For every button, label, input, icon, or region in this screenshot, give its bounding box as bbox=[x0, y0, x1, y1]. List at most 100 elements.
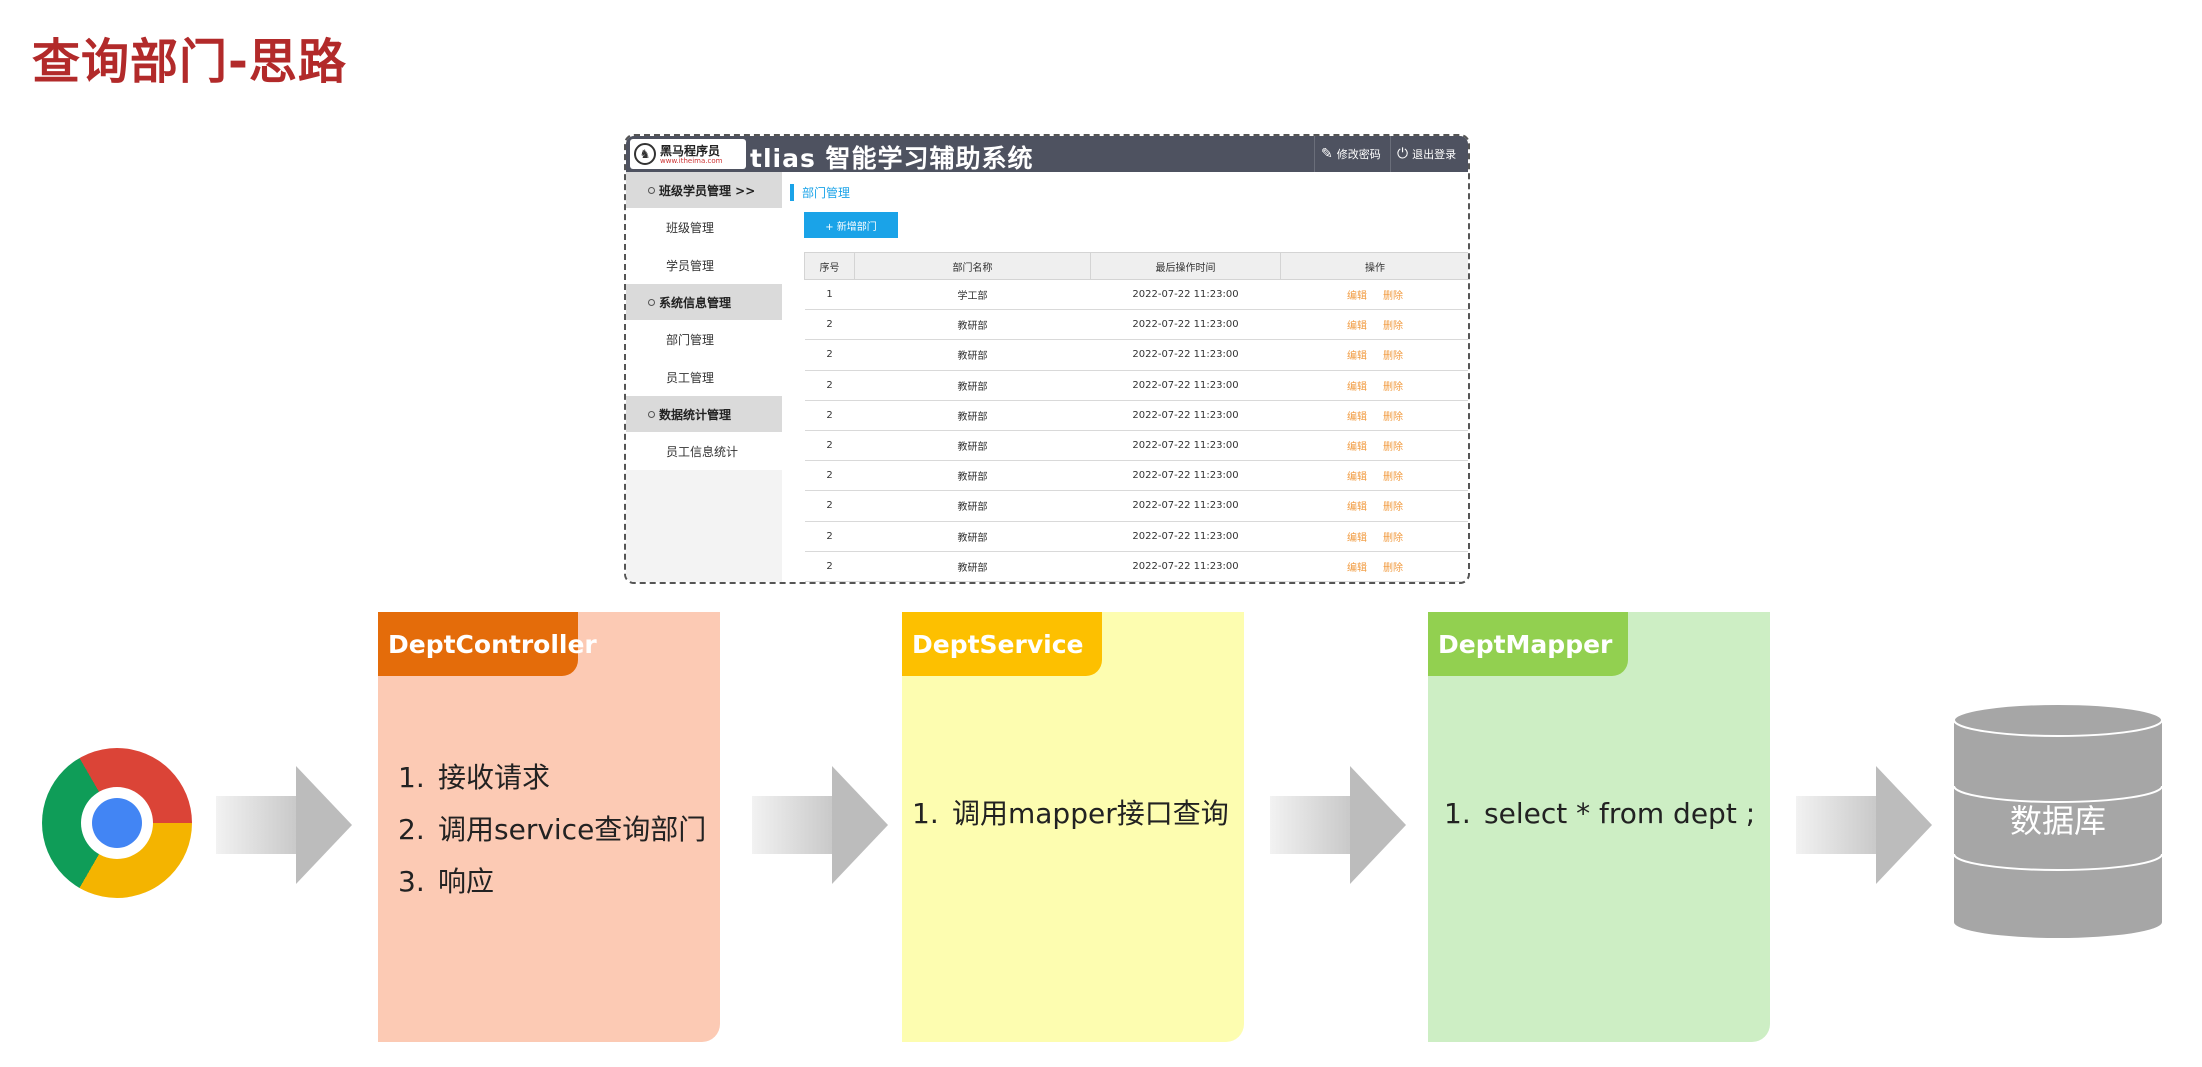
delete-link[interactable]: 删除 bbox=[1383, 472, 1403, 484]
pencil-icon: ✎ bbox=[1321, 146, 1333, 162]
sidebar-item-emp-stats[interactable]: 员工信息统计 bbox=[626, 432, 782, 470]
app-title: tlias 智能学习辅助系统 bbox=[750, 144, 1034, 173]
cell-update-time: 2022-07-22 11:23:00 bbox=[1090, 279, 1281, 311]
breadcrumb: 部门管理 bbox=[790, 184, 850, 201]
delete-link[interactable]: 删除 bbox=[1383, 532, 1403, 544]
change-password-label: 修改密码 bbox=[1336, 148, 1381, 161]
cell-index: 1 bbox=[804, 279, 855, 311]
sidebar-group-class[interactable]: 班级学员管理 >> bbox=[626, 172, 782, 208]
cell-actions: 编辑 删除 bbox=[1280, 490, 1468, 522]
flow-arrow-3 bbox=[1270, 766, 1406, 884]
cell-update-time: 2022-07-22 11:23:00 bbox=[1090, 521, 1281, 552]
delete-link[interactable]: 删除 bbox=[1383, 562, 1403, 574]
sidebar-group-system[interactable]: 系统信息管理 bbox=[626, 284, 782, 320]
database-cylinder: 数据库 bbox=[1952, 703, 2164, 940]
cell-index: 2 bbox=[804, 460, 855, 492]
cell-actions: 编辑 删除 bbox=[1280, 521, 1468, 552]
circle-icon bbox=[648, 410, 655, 418]
cell-dept-name: 教研部 bbox=[854, 370, 1091, 401]
cell-update-time: 2022-07-22 11:23:00 bbox=[1090, 309, 1281, 341]
sidebar-group-label: 数据统计管理 bbox=[659, 407, 732, 422]
cell-dept-name: 教研部 bbox=[854, 490, 1091, 522]
cell-dept-name: 教研部 bbox=[854, 430, 1091, 462]
list-item: 3.响应 bbox=[398, 865, 495, 898]
cell-index: 2 bbox=[804, 309, 855, 341]
cell-actions: 编辑 删除 bbox=[1280, 430, 1468, 462]
edit-link[interactable]: 编辑 bbox=[1347, 562, 1367, 574]
delete-link[interactable]: 删除 bbox=[1383, 502, 1403, 514]
edit-link[interactable]: 编辑 bbox=[1347, 532, 1367, 544]
edit-link[interactable]: 编辑 bbox=[1347, 381, 1367, 393]
horse-logo-icon: ♞ bbox=[634, 143, 656, 165]
edit-link[interactable]: 编辑 bbox=[1347, 472, 1367, 484]
logout-button[interactable]: ⏻ 退出登录 bbox=[1390, 136, 1462, 172]
flow-arrow-1 bbox=[216, 766, 352, 884]
sidebar-item-dept-manage[interactable]: 部门管理 bbox=[626, 320, 782, 358]
dept-controller-title: DeptController bbox=[378, 612, 597, 676]
sidebar-group-label: 系统信息管理 bbox=[659, 295, 732, 310]
edit-link[interactable]: 编辑 bbox=[1347, 351, 1367, 363]
edit-link[interactable]: 编辑 bbox=[1347, 291, 1367, 303]
delete-link[interactable]: 删除 bbox=[1383, 381, 1403, 393]
sidebar-item-emp-manage[interactable]: 员工管理 bbox=[626, 358, 782, 396]
dept-mapper-title: DeptMapper bbox=[1428, 612, 1628, 676]
cell-index: 2 bbox=[804, 490, 855, 522]
cell-update-time: 2022-07-22 11:23:00 bbox=[1090, 460, 1281, 492]
edit-link[interactable]: 编辑 bbox=[1347, 442, 1367, 454]
edit-link[interactable]: 编辑 bbox=[1347, 321, 1367, 333]
cell-actions: 编辑 删除 bbox=[1280, 279, 1468, 311]
col-header-time: 最后操作时间 bbox=[1090, 252, 1281, 280]
delete-link[interactable]: 删除 bbox=[1383, 321, 1403, 333]
delete-link[interactable]: 删除 bbox=[1383, 442, 1403, 454]
brand-logo: ♞ 黑马程序员 www.itheima.com bbox=[630, 139, 746, 169]
col-header-index: 序号 bbox=[804, 252, 855, 280]
dept-mapper-card: DeptMapper 1.select * from dept ; bbox=[1428, 612, 1770, 1042]
sidebar-item-student-manage[interactable]: 学员管理 bbox=[626, 246, 782, 284]
cell-update-time: 2022-07-22 11:23:00 bbox=[1090, 400, 1281, 431]
flow-arrow-2 bbox=[752, 766, 888, 884]
circle-icon bbox=[648, 186, 655, 194]
edit-link[interactable]: 编辑 bbox=[1347, 411, 1367, 423]
cell-dept-name: 教研部 bbox=[854, 551, 1091, 582]
sidebar-item-class-manage[interactable]: 班级管理 bbox=[626, 208, 782, 246]
add-dept-button[interactable]: + 新增部门 bbox=[804, 212, 898, 238]
flow-arrow-4 bbox=[1796, 766, 1932, 884]
sidebar-group-label: 班级学员管理 >> bbox=[659, 183, 756, 198]
cell-update-time: 2022-07-22 11:23:00 bbox=[1090, 370, 1281, 401]
change-password-button[interactable]: ✎ 修改密码 bbox=[1314, 136, 1387, 172]
delete-link[interactable]: 删除 bbox=[1383, 351, 1403, 363]
dept-service-title: DeptService bbox=[902, 612, 1102, 676]
cell-dept-name: 教研部 bbox=[854, 339, 1091, 371]
cell-actions: 编辑 删除 bbox=[1280, 339, 1468, 371]
slide-title: 查询部门-思路 bbox=[32, 34, 347, 90]
dept-service-card: DeptService 1.调用mapper接口查询 bbox=[902, 612, 1244, 1042]
col-header-name: 部门名称 bbox=[854, 252, 1091, 280]
cell-index: 2 bbox=[804, 400, 855, 431]
chrome-browser-icon bbox=[42, 748, 192, 898]
edit-link[interactable]: 编辑 bbox=[1347, 502, 1367, 514]
delete-link[interactable]: 删除 bbox=[1383, 411, 1403, 423]
app-screenshot: ♞ 黑马程序员 www.itheima.com tlias 智能学习辅助系统 ✎… bbox=[624, 134, 1470, 584]
database-icon bbox=[1953, 703, 2163, 938]
controller-steps: 1.接收请求 2.调用service查询部门 3.响应 bbox=[398, 752, 706, 908]
cell-index: 2 bbox=[804, 551, 855, 582]
cell-index: 2 bbox=[804, 521, 855, 552]
brand-name: 黑马程序员 bbox=[660, 144, 721, 158]
cell-index: 2 bbox=[804, 430, 855, 462]
brand-url: www.itheima.com bbox=[660, 157, 723, 165]
delete-link[interactable]: 删除 bbox=[1383, 291, 1403, 303]
sidebar-group-stats[interactable]: 数据统计管理 bbox=[626, 396, 782, 432]
list-item: 1.select * from dept ; bbox=[1444, 797, 1756, 830]
list-item: 1.接收请求 bbox=[398, 761, 551, 794]
list-item: 1.调用mapper接口查询 bbox=[912, 797, 1229, 830]
cell-update-time: 2022-07-22 11:23:00 bbox=[1090, 339, 1281, 371]
database-label: 数据库 bbox=[2009, 802, 2106, 840]
